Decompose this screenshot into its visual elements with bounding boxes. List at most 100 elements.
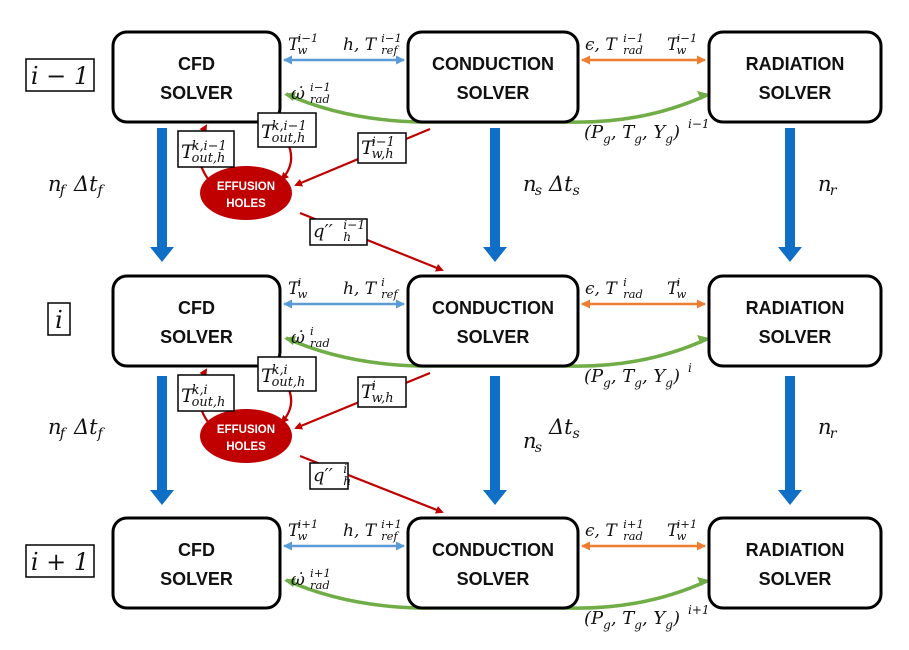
radiation-step-n-sub: r bbox=[830, 426, 838, 442]
conduction-solver-box bbox=[406, 30, 580, 124]
cfd-wall-temperature-label: Ti+1w bbox=[288, 517, 318, 543]
cfd-wall-temperature-label-base: T bbox=[288, 35, 301, 55]
cfd-solver-title: CFD bbox=[178, 54, 215, 74]
hole-wall-temperature-label-sub: w,h bbox=[372, 147, 394, 162]
gas-state-label-part: g bbox=[603, 132, 611, 146]
emissivity-radiation-temperature-label-sup: i−1 bbox=[623, 31, 644, 45]
time-advance-arrowhead-radiation-1 bbox=[778, 490, 802, 505]
outlet-temperature-label-right-sub: out,h bbox=[272, 375, 306, 390]
emissivity-radiation-temperature-label-base: ϵ, T bbox=[585, 35, 618, 55]
heat-transfer-coefficient-label-sub: ref bbox=[381, 287, 399, 301]
effusion-holes-title: EFFUSION bbox=[217, 181, 275, 193]
gas-state-label: (Pg, Tg, Yg) bbox=[584, 122, 680, 146]
heat-transfer-coefficient-label-base: h, T bbox=[343, 521, 378, 541]
heat-transfer-coefficient-label-sup: i−1 bbox=[381, 31, 402, 45]
outlet-temperature-label-left-box bbox=[177, 374, 235, 412]
cfd-wall-temperature-label-sub: w bbox=[298, 287, 308, 301]
heat-flux-label-sup: i bbox=[343, 462, 347, 476]
iteration-label: i − 1 bbox=[31, 62, 89, 90]
hole-wall-temperature-label: Tiw,h bbox=[361, 379, 394, 406]
cfd-step-n-sub: f bbox=[59, 426, 68, 442]
heat-flux-label-base: q′′ bbox=[313, 221, 333, 242]
hole-wall-temperature-label: Ti−1w,h bbox=[361, 135, 395, 162]
cfd-solver-subtitle: SOLVER bbox=[160, 83, 233, 103]
radiation-wall-temperature-label-sup: i bbox=[677, 275, 681, 289]
outlet-temperature-label-left-base: T bbox=[181, 385, 195, 407]
heat-transfer-coefficient-label-sub: ref bbox=[381, 43, 399, 57]
cfd-step-dt-base: Δt bbox=[73, 172, 98, 196]
radiation-step-n: nr bbox=[818, 415, 838, 442]
radiation-solver-subtitle: SOLVER bbox=[759, 83, 832, 103]
conduction-solver-subtitle: SOLVER bbox=[457, 327, 530, 347]
heat-flux-label-sub: h bbox=[343, 230, 351, 244]
gas-state-label-part: (P bbox=[584, 608, 604, 629]
time-advance-arrowhead-cfd-1 bbox=[150, 490, 174, 505]
time-advance-arrow-shaft-radiation-1 bbox=[785, 376, 795, 491]
effusion-holes-subtitle: HOLES bbox=[226, 198, 266, 210]
iteration-label: i bbox=[55, 306, 63, 334]
cfd-solver-subtitle: SOLVER bbox=[160, 569, 233, 589]
radiation-solver-title: RADIATION bbox=[746, 298, 845, 318]
cfd-wall-temperature-label-base: T bbox=[288, 279, 301, 299]
outlet-temperature-label-right-base: T bbox=[261, 365, 275, 387]
conduction-step-dt-base: Δt bbox=[548, 415, 573, 439]
radiation-solver-box bbox=[707, 30, 883, 124]
cfd-solver-title: CFD bbox=[178, 298, 215, 318]
radiative-source-label-sup: i−1 bbox=[310, 80, 331, 94]
radiative-source-label-sup: i bbox=[310, 324, 314, 338]
cfd-wall-temperature-label-base: T bbox=[288, 521, 301, 541]
gas-state-label-part: g bbox=[634, 132, 642, 146]
cfd-step-n-base: n bbox=[48, 172, 62, 196]
cfd-step-dt-sub: f bbox=[97, 426, 106, 442]
radiation-wall-temperature-label-sub: w bbox=[677, 43, 687, 57]
radiation-feedback-arrowhead-left bbox=[284, 578, 296, 587]
conduction-step-n-sub: s bbox=[535, 440, 542, 456]
radiation-wall-temperature-label-base: T bbox=[667, 521, 680, 541]
cfd-step-n-sub: f bbox=[59, 183, 68, 199]
gas-state-label-part: g bbox=[603, 618, 611, 632]
conduction-step-n-sub: s bbox=[535, 183, 542, 199]
hole-wall-temperature-label-base: T bbox=[361, 381, 375, 403]
cfd-solver-box bbox=[111, 30, 282, 124]
cfd-wall-temperature-label-sup: i bbox=[298, 275, 302, 289]
gas-state-label-part: , Y bbox=[642, 608, 667, 629]
radiation-wall-temperature-label: Ti+1w bbox=[667, 517, 697, 543]
effusion-holes-title: EFFUSION bbox=[217, 424, 275, 436]
radiation-wall-temperature-label: Ti−1w bbox=[667, 31, 697, 57]
radiation-step-n-sub: r bbox=[830, 183, 838, 199]
outlet-temperature-label-left-box bbox=[177, 130, 235, 168]
conduction-solver-title: CONDUCTION bbox=[432, 54, 554, 74]
heat-flux-label-sup: i−1 bbox=[343, 218, 365, 232]
gas-state-iteration-sup: i−1 bbox=[688, 117, 710, 131]
emissivity-radiation-temperature-label-sub: rad bbox=[623, 43, 643, 57]
cfd-solver-box bbox=[111, 274, 282, 368]
time-advance-arrow-shaft-conduction-0 bbox=[490, 128, 500, 248]
time-advance-arrowhead-conduction-0 bbox=[483, 247, 507, 262]
gas-state-label-part: g bbox=[634, 618, 642, 632]
gas-state-label-part: g bbox=[665, 618, 673, 632]
radiation-solver-title: RADIATION bbox=[746, 540, 845, 560]
conduction-solver-title: CONDUCTION bbox=[432, 540, 554, 560]
radiative-source-label-base: ω̇ bbox=[291, 328, 305, 348]
time-advance-arrow-shaft-cfd-0 bbox=[157, 128, 167, 248]
hole-wall-temperature-label-box bbox=[357, 132, 407, 164]
heat-flux-label-box bbox=[309, 462, 349, 490]
time-advance-arrowhead-conduction-1 bbox=[483, 490, 507, 505]
radiation-solver-box bbox=[707, 274, 883, 368]
heat-transfer-coefficient-label-sup: i bbox=[381, 275, 385, 289]
gas-state-iteration-sup: i bbox=[688, 361, 692, 375]
conduction-step-dt-sub: s bbox=[573, 183, 580, 199]
radiation-step-n: nr bbox=[818, 172, 838, 199]
gas-state-label-part: (P bbox=[584, 366, 604, 387]
cfd-step-n-base: n bbox=[48, 415, 62, 439]
cfd-wall-temperature-label-sub: w bbox=[298, 529, 308, 543]
cfd-wall-temperature-label: Ti−1w bbox=[288, 31, 318, 57]
gas-state-label: (Pg, Tg, Yg) bbox=[584, 608, 680, 632]
